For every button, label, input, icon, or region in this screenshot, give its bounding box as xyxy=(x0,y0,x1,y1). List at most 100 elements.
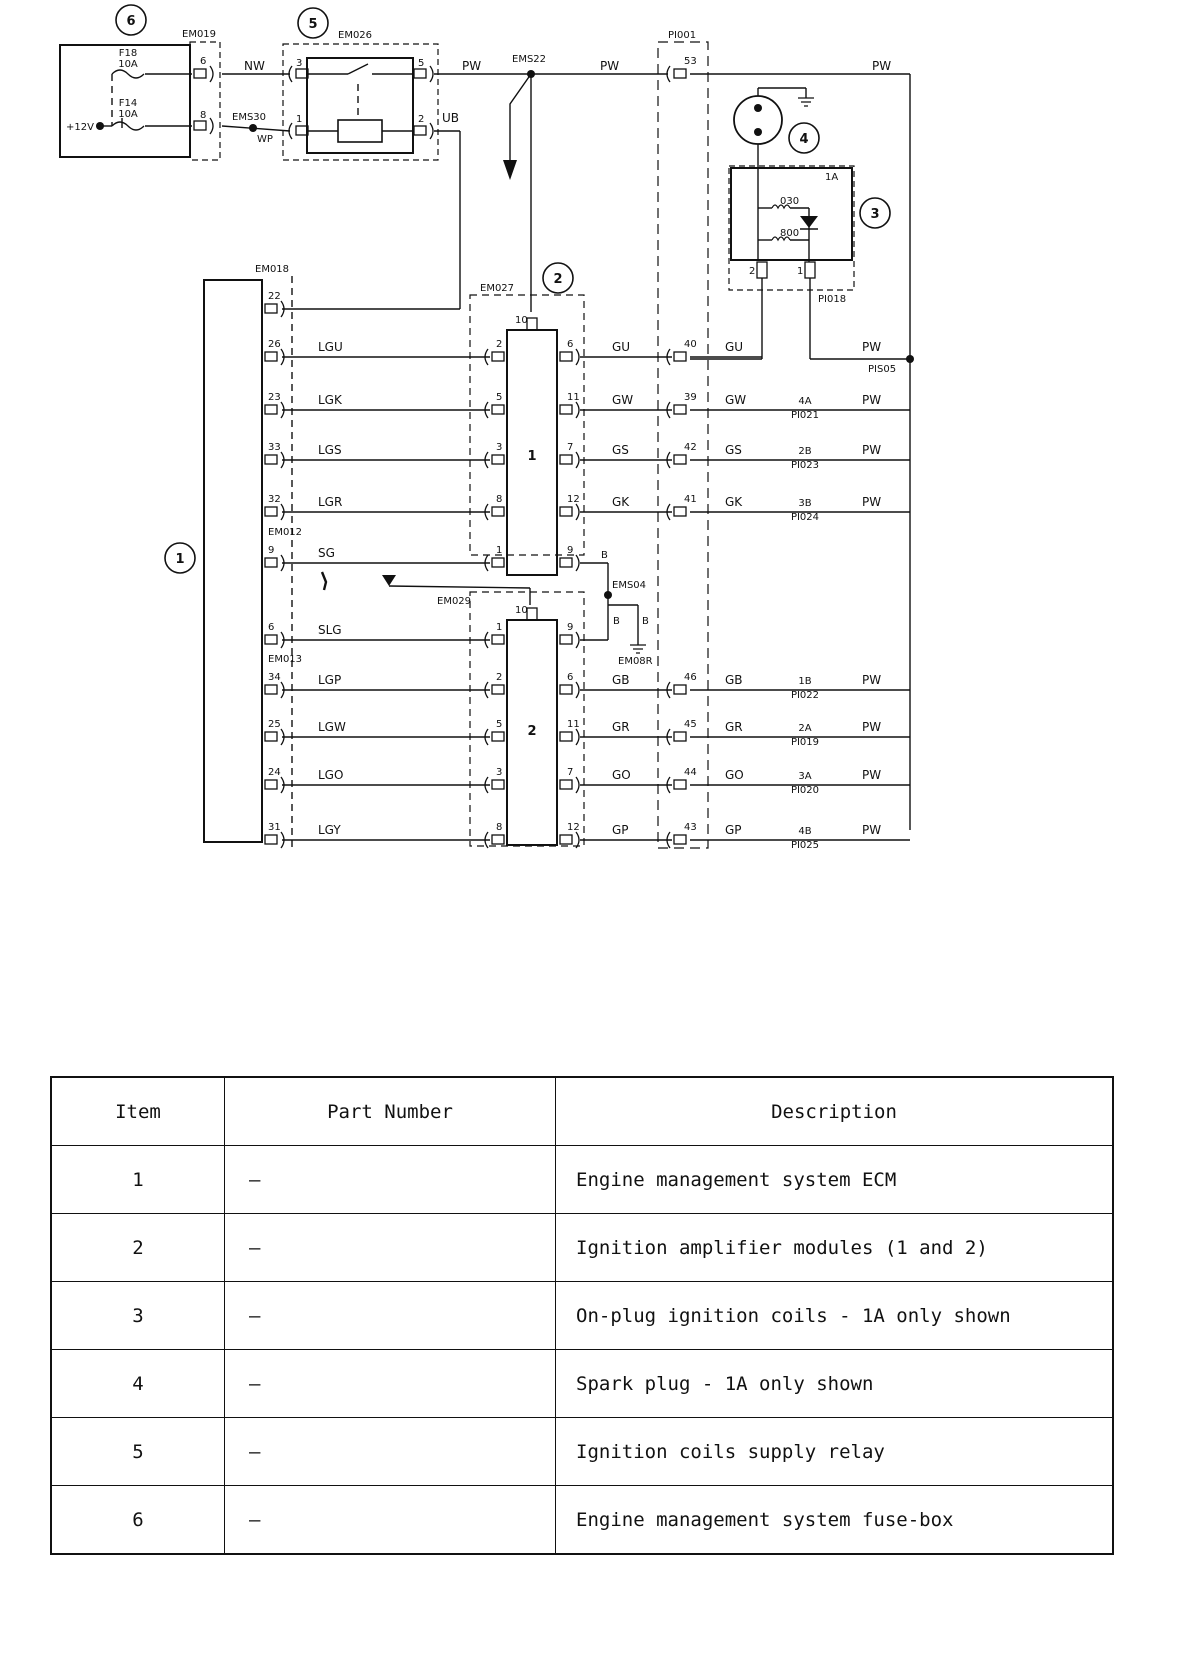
relay-pin-label: 2 xyxy=(418,114,424,125)
inline-pin xyxy=(673,731,687,742)
module-out-pin-label: 7 xyxy=(567,767,573,778)
pin-bracket xyxy=(666,831,671,849)
coil-feed-wire-label: GS xyxy=(725,443,742,457)
module-out-pin xyxy=(559,351,573,362)
ecm-pin xyxy=(264,454,278,465)
splice-label-pis05: PIS05 xyxy=(868,364,896,375)
ground-wire-label: B xyxy=(642,616,649,627)
inline-pin-label: 44 xyxy=(684,767,697,778)
pin-bracket xyxy=(575,451,580,469)
wire-label-wp: WP xyxy=(257,134,273,145)
coil-supply-label: PW xyxy=(862,340,881,354)
module-in-pin-label: 2 xyxy=(496,672,502,683)
table-row: 1–Engine management system ECM xyxy=(50,1145,1114,1214)
part-number-cell: – xyxy=(224,1145,556,1214)
pin-bracket xyxy=(484,554,489,572)
fuse-f18-rating: 10A xyxy=(118,59,138,70)
fusebox-connector-outline xyxy=(189,41,221,161)
callout-number: 5 xyxy=(308,17,317,32)
module-output-wire-label: GU xyxy=(612,340,630,354)
module2-label: 2 xyxy=(527,724,536,739)
coil-resistor-label: 800 xyxy=(780,228,799,239)
module-in-pin xyxy=(491,351,505,362)
connector-label-module2: EM029 xyxy=(437,596,471,607)
item-cell: 4 xyxy=(50,1349,225,1418)
callout-number: 1 xyxy=(175,552,184,567)
module-output-wire-label: GP xyxy=(612,823,629,837)
table-row: 6–Engine management system fuse-box xyxy=(50,1485,1114,1555)
module-in-pin xyxy=(491,404,505,415)
coil-id-label: 3B xyxy=(798,498,811,509)
coil-id-label: 2B xyxy=(798,446,811,457)
part-number-cell: – xyxy=(224,1417,556,1486)
ground-label: EM08R xyxy=(618,656,653,667)
coil-connector-label: PI020 xyxy=(791,785,819,796)
pin-bracket xyxy=(666,681,671,699)
coil-resistor-label: 030 xyxy=(780,196,799,207)
module-in-pin xyxy=(491,557,505,568)
pin-bracket xyxy=(484,631,489,649)
fuse-f18-icon xyxy=(111,69,145,79)
connector-label-ecm-low: EM013 xyxy=(268,654,302,665)
inline-pin xyxy=(673,506,687,517)
coil-feed-wire-label: GP xyxy=(725,823,742,837)
ecm-wire-label: LGW xyxy=(318,720,346,734)
pin-bracket xyxy=(429,65,434,83)
module-in-pin xyxy=(491,684,505,695)
fusebox-pin-8 xyxy=(193,120,207,131)
ecm-pin xyxy=(264,684,278,695)
pin-bracket xyxy=(484,503,489,521)
inline-pin-label: 53 xyxy=(684,56,697,67)
coil-resistor xyxy=(771,236,791,242)
wire-label-ub: UB xyxy=(442,111,459,125)
pin-bracket xyxy=(209,117,214,135)
ground-icon xyxy=(798,97,814,107)
module-output-wire-label: GS xyxy=(612,443,629,457)
coil-connector-outline xyxy=(728,165,855,291)
pin-bracket xyxy=(484,681,489,699)
description-cell: On-plug ignition coils - 1A only shown xyxy=(555,1281,1114,1350)
module-in-pin-label: 8 xyxy=(496,494,502,505)
pin-bracket xyxy=(575,728,580,746)
pin-bracket xyxy=(575,554,580,572)
pin-bracket xyxy=(575,681,580,699)
connector-label-coil: PI018 xyxy=(818,294,846,305)
pin-bracket xyxy=(666,65,671,83)
table-row: 4–Spark plug - 1A only shown xyxy=(50,1349,1114,1418)
ecm-wire-label: LGY xyxy=(318,823,341,837)
module-output-wire-label: GW xyxy=(612,393,633,407)
ecm-body xyxy=(203,279,263,843)
coil-supply-label: PW xyxy=(862,823,881,837)
coil-supply-label: PW xyxy=(862,720,881,734)
part-number-cell: – xyxy=(224,1281,556,1350)
ignition-wiring-diagram: 6EM019F1810AF1410A+12V685EM0263152NWEMS3… xyxy=(59,4,914,851)
relay-body xyxy=(306,57,414,154)
module-in-pin xyxy=(491,634,505,645)
callout-number: 6 xyxy=(126,14,135,29)
inline-pin xyxy=(673,68,687,79)
coil-feed-wire-label: GW xyxy=(725,393,746,407)
coil-pin-label: 1 xyxy=(797,266,803,277)
fusebox-pin-6 xyxy=(193,68,207,79)
callout-circle xyxy=(788,122,820,154)
ecm-pin-label: 23 xyxy=(268,392,281,403)
relay-coil xyxy=(337,119,383,143)
ecm-wire-label: LGO xyxy=(318,768,343,782)
module-out-pin xyxy=(559,684,573,695)
ecm-pin-label: 24 xyxy=(268,767,281,778)
relay-pin-label: 3 xyxy=(296,58,302,69)
wire-branch xyxy=(509,73,532,168)
coil-id-label: 4B xyxy=(798,826,811,837)
inline-pin-label: 46 xyxy=(684,672,697,683)
module-output-wire-label: GK xyxy=(612,495,630,509)
fuse-f14-icon xyxy=(111,121,145,131)
pin-bracket xyxy=(575,503,580,521)
ecm-pin xyxy=(264,557,278,568)
pin-bracket xyxy=(484,831,489,849)
header-item: Item xyxy=(50,1076,225,1146)
module-out-pin xyxy=(559,506,573,517)
fuse-f14-label: F14 xyxy=(119,98,137,109)
ecm-pin-label: 31 xyxy=(268,822,281,833)
module-out-pin xyxy=(559,779,573,790)
spark-plug-electrode xyxy=(754,128,762,136)
